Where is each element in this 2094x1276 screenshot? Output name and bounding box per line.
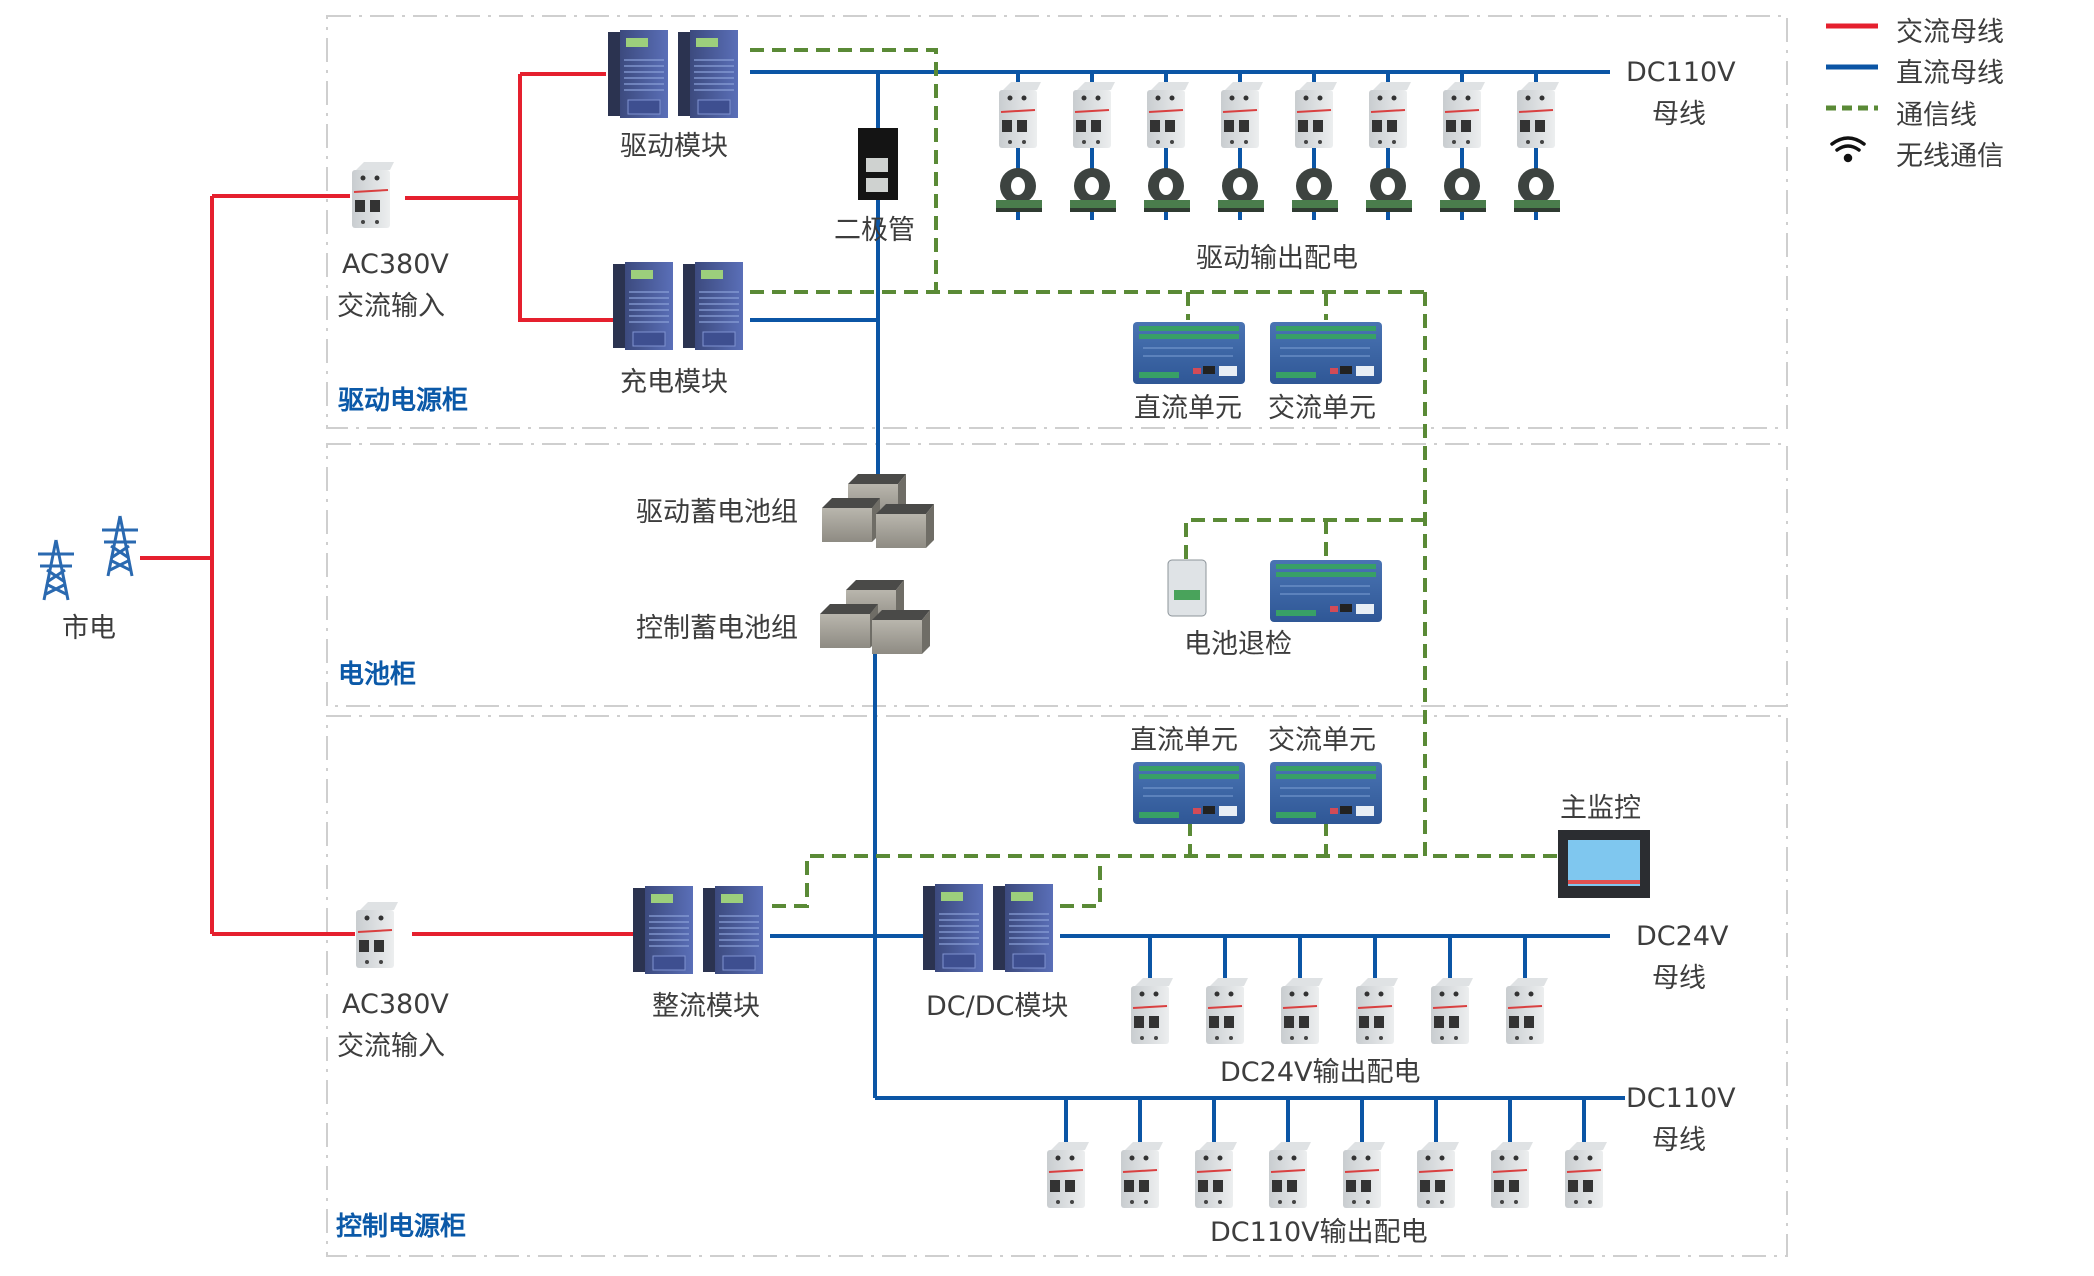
drive-cabinet-title: 驱动电源柜 [338, 386, 469, 416]
legend-ac-label: 交流母线 [1896, 17, 2004, 48]
drive-ac-input-voltage: AC380V [342, 249, 449, 280]
battery-cabinet-title: 电池柜 [338, 660, 417, 690]
drive-output-label: 驱动输出配电 [1196, 243, 1358, 274]
ac-bus-lines [140, 72, 635, 936]
drive-output-breaker [1366, 72, 1412, 220]
diode-label: 二极管 [834, 215, 915, 246]
dc110-output-breaker [1490, 1098, 1534, 1209]
dc24-bus-label: 母线 [1652, 963, 1706, 994]
battery-check-device [1167, 559, 1207, 617]
grid-source-label: 市电 [62, 613, 116, 644]
control-ac-input-voltage: AC380V [342, 989, 449, 1020]
grid-tower-icon [36, 514, 140, 602]
dc110-output-breaker [1120, 1098, 1164, 1209]
drive-module-label: 驱动模块 [620, 131, 728, 162]
ac-input-breaker-drive [351, 161, 395, 229]
dc110-bus-voltage: DC110V [1626, 1083, 1736, 1114]
control-ac-input-label: 交流输入 [337, 1031, 445, 1062]
drive-output-breaker [996, 72, 1042, 220]
drive-bus-voltage: DC110V [1626, 57, 1736, 88]
drive-output-breaker [1292, 72, 1338, 220]
drive-module-device [607, 29, 739, 119]
drive-output-breakers [996, 72, 1560, 220]
drive-ac-input-label: 交流输入 [337, 291, 445, 322]
dc24-output-label: DC24V输出配电 [1220, 1057, 1421, 1088]
dc110-output-label: DC110V输出配电 [1210, 1217, 1428, 1248]
dcdc-module-device [922, 883, 1054, 973]
drive-output-breaker [1514, 72, 1560, 220]
drive-output-breaker [1218, 72, 1264, 220]
dc24-output-breaker [1430, 936, 1474, 1045]
control-cabinet-border [326, 715, 1788, 1257]
control-battery-label: 控制蓄电池组 [636, 613, 798, 644]
dc110-bus-label: 母线 [1652, 1125, 1706, 1156]
main-monitor-device [1558, 830, 1650, 898]
comm-lines [750, 48, 1560, 908]
legend [1826, 23, 1878, 163]
drive-battery-label: 驱动蓄电池组 [636, 497, 798, 528]
control-dc-unit-device [1132, 761, 1246, 825]
dcdc-label: DC/DC模块 [926, 991, 1069, 1022]
drive-battery-device [822, 474, 934, 548]
legend-dc-label: 直流母线 [1896, 58, 2004, 89]
battery-check-unit-device [1269, 559, 1383, 623]
dc110-output-breakers [1046, 1098, 1608, 1209]
dc24-output-breaker [1505, 936, 1549, 1045]
control-dc-unit-label: 直流单元 [1130, 725, 1238, 756]
dc110-output-breaker [1194, 1098, 1238, 1209]
dc110-output-breaker [1046, 1098, 1090, 1209]
battery-check-label: 电池退检 [1184, 629, 1292, 660]
control-ac-unit-label: 交流单元 [1268, 725, 1376, 756]
drive-output-breaker [1144, 72, 1190, 220]
dc24-output-breakers [1130, 936, 1549, 1045]
control-cabinet-title: 控制电源柜 [336, 1212, 467, 1242]
charge-module-device [612, 261, 744, 351]
drive-ac-unit-device [1269, 321, 1383, 385]
ac-input-breaker-control [355, 901, 399, 969]
charge-module-label: 充电模块 [620, 367, 728, 398]
dc110-output-breaker [1416, 1098, 1460, 1209]
drive-bus-label: 母线 [1652, 99, 1706, 130]
wifi-icon [1830, 136, 1866, 163]
drive-output-breaker [1070, 72, 1116, 220]
legend-wifi-label: 无线通信 [1896, 141, 2004, 172]
drive-output-breaker [1440, 72, 1486, 220]
rectifier-label: 整流模块 [652, 991, 760, 1022]
dc24-bus-voltage: DC24V [1636, 921, 1729, 952]
dc24-output-breaker [1280, 936, 1324, 1045]
drive-cabinet-border [326, 15, 1788, 429]
dc110-output-breaker [1342, 1098, 1386, 1209]
dc24-output-breaker [1130, 936, 1174, 1045]
control-battery-device [820, 580, 930, 654]
dc110-output-breaker [1268, 1098, 1312, 1209]
drive-dc-unit-device [1132, 321, 1246, 385]
drive-ac-unit-label: 交流单元 [1268, 393, 1376, 424]
control-ac-unit-device [1269, 761, 1383, 825]
legend-comm-label: 通信线 [1896, 100, 1977, 131]
dc24-output-breaker [1355, 936, 1399, 1045]
diode-device [858, 128, 898, 200]
dc24-output-breaker [1205, 936, 1249, 1045]
dc110-output-breaker [1564, 1098, 1608, 1209]
main-monitor-label: 主监控 [1560, 793, 1641, 824]
rectifier-module-device [632, 885, 764, 975]
battery-cabinet-border [326, 443, 1788, 707]
dc-bus-lines [750, 70, 1625, 1100]
drive-dc-unit-label: 直流单元 [1134, 393, 1242, 424]
